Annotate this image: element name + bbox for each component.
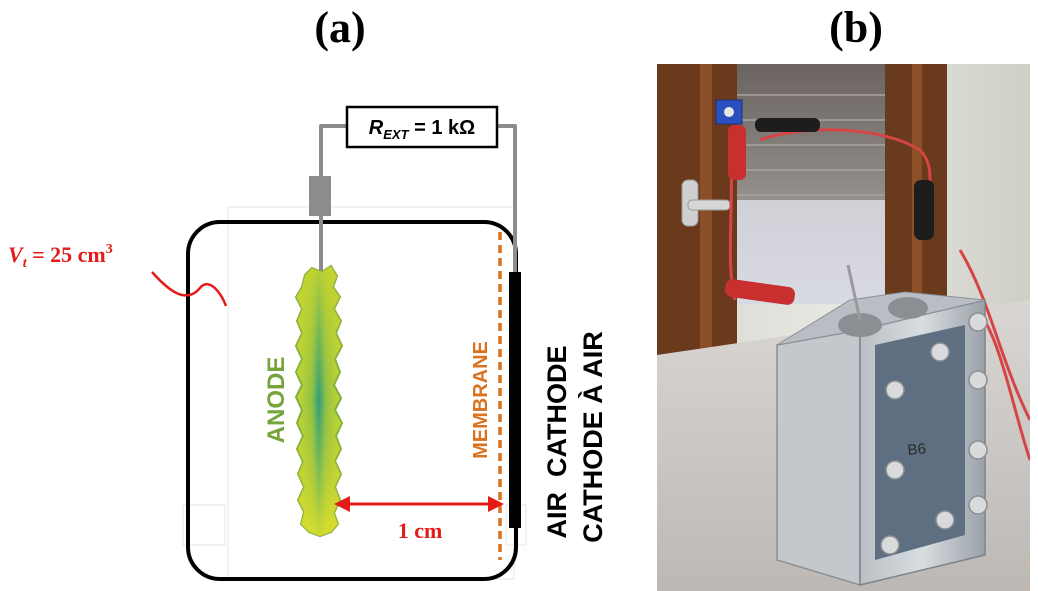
anode-label: ANODE (263, 357, 290, 444)
metal-probe (846, 264, 862, 321)
reactor-body-side (776, 329, 861, 587)
potentiometer (715, 99, 743, 125)
black-clip-right (914, 180, 934, 240)
reactor-photo: B6 (657, 64, 1030, 591)
cathode-a-air-label: CATHODE À AIR (577, 331, 608, 543)
anode-connector (309, 176, 331, 216)
cap-left (838, 313, 882, 337)
panel-b: (b) (657, 3, 1030, 591)
anode-highlight (296, 266, 342, 536)
volume-leader-line (151, 271, 228, 307)
air-cathode (509, 272, 521, 528)
distance-arrow (334, 496, 504, 512)
membrane-label: MEMBRANE (470, 341, 492, 459)
volume-label: Vt = 25 cm3 (8, 242, 113, 271)
resistor-label: REXT = 1 kΩ (369, 117, 475, 142)
panel-a: (a) REXT = 1 kΩ ANODE MEMBRANE (8, 3, 608, 581)
reactor-chamber (186, 220, 518, 581)
cap-right (888, 297, 928, 319)
photo-marking: B6 (907, 440, 927, 459)
wing-nuts (880, 312, 988, 555)
distance-label: 1 cm (398, 518, 443, 543)
black-clip-top (755, 118, 820, 132)
resistor-box (345, 105, 499, 149)
external-circuit-wire (319, 124, 517, 275)
air-cathode-label: AIR CATHODE (542, 346, 572, 539)
panel-a-label: (a) (314, 3, 365, 52)
panel-b-label: (b) (829, 3, 883, 52)
